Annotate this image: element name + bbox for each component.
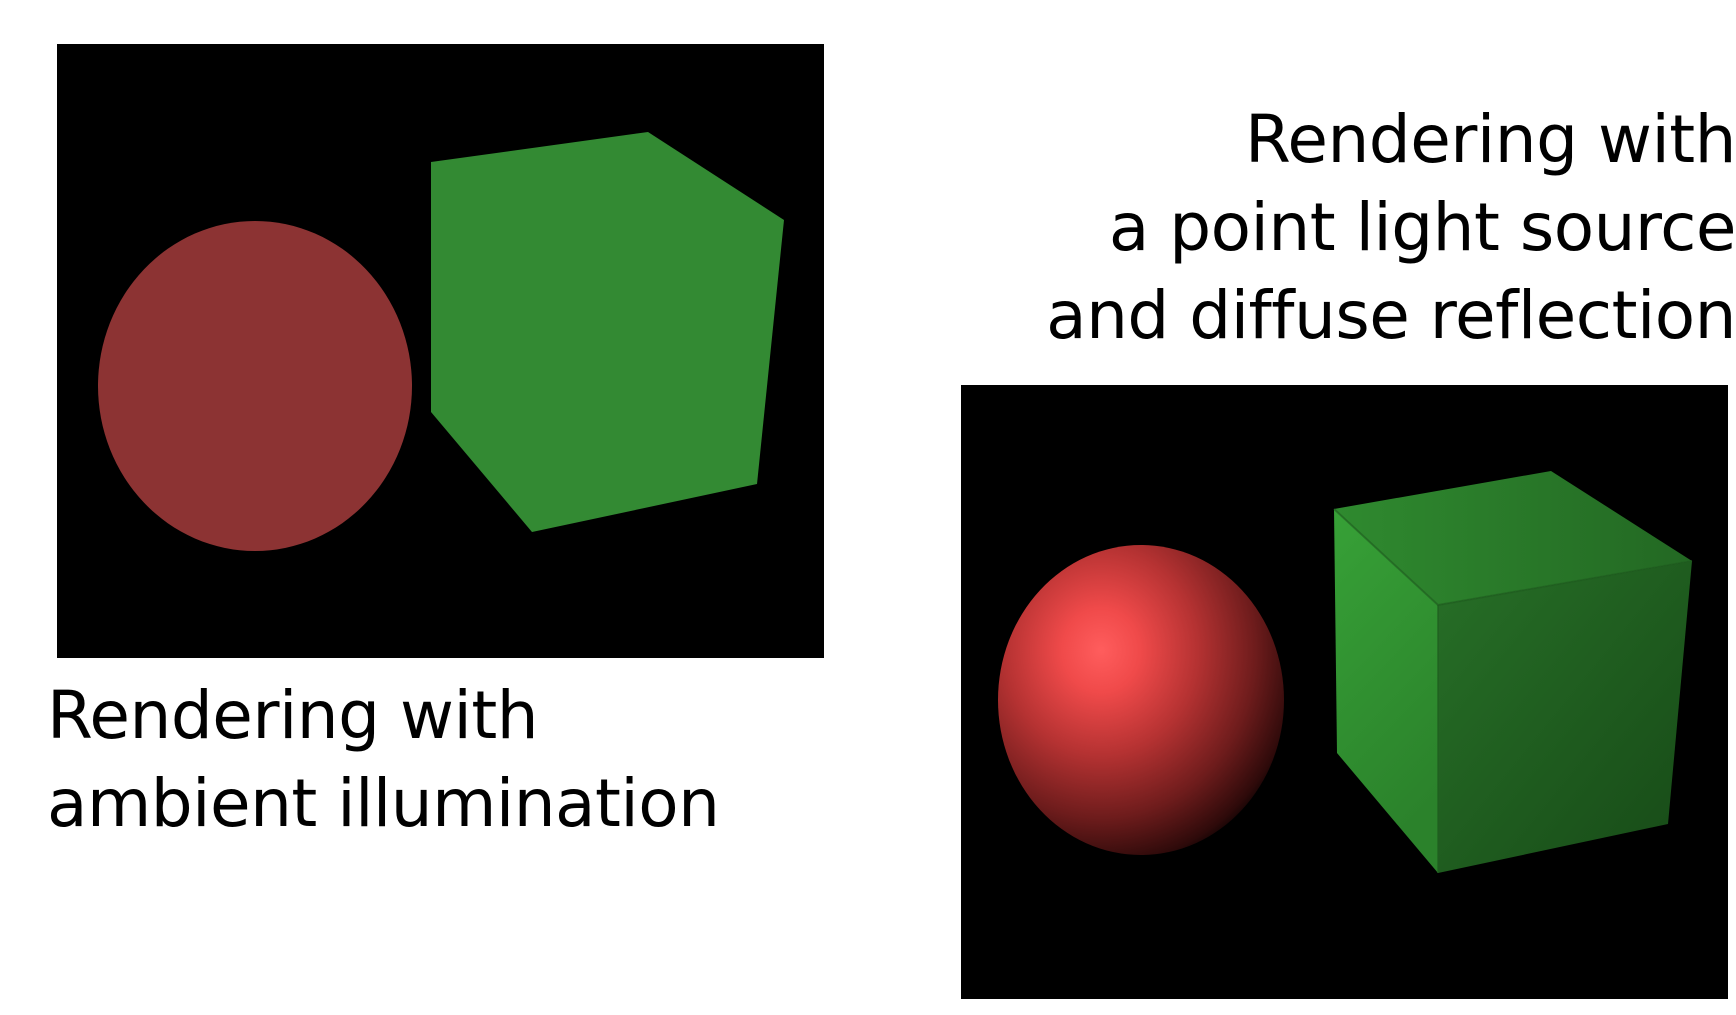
diffuse-render-image bbox=[961, 385, 1728, 999]
ambient-caption: Rendering with ambient illumination bbox=[47, 672, 720, 848]
ambient-render-canvas bbox=[57, 44, 824, 658]
diffuse-caption-line-3: and diffuse reflection bbox=[1046, 277, 1736, 354]
diffuse-caption-line-1: Rendering with bbox=[1244, 101, 1736, 178]
ambient-caption-line-1: Rendering with bbox=[47, 677, 539, 754]
diffuse-cube-top-face bbox=[1334, 471, 1692, 605]
ambient-render-image bbox=[57, 44, 824, 658]
diffuse-caption: Rendering with a point light source and … bbox=[1046, 96, 1736, 360]
diffuse-render-canvas bbox=[961, 385, 1728, 999]
diffuse-cube-front-face bbox=[1334, 509, 1438, 873]
diffuse-caption-line-2: a point light source bbox=[1108, 189, 1736, 266]
ambient-caption-line-2: ambient illumination bbox=[47, 765, 720, 842]
ambient-sphere bbox=[98, 221, 412, 551]
diffuse-sphere bbox=[998, 545, 1284, 855]
diffuse-cube-side-face bbox=[1438, 561, 1692, 873]
ambient-cube bbox=[431, 132, 784, 532]
